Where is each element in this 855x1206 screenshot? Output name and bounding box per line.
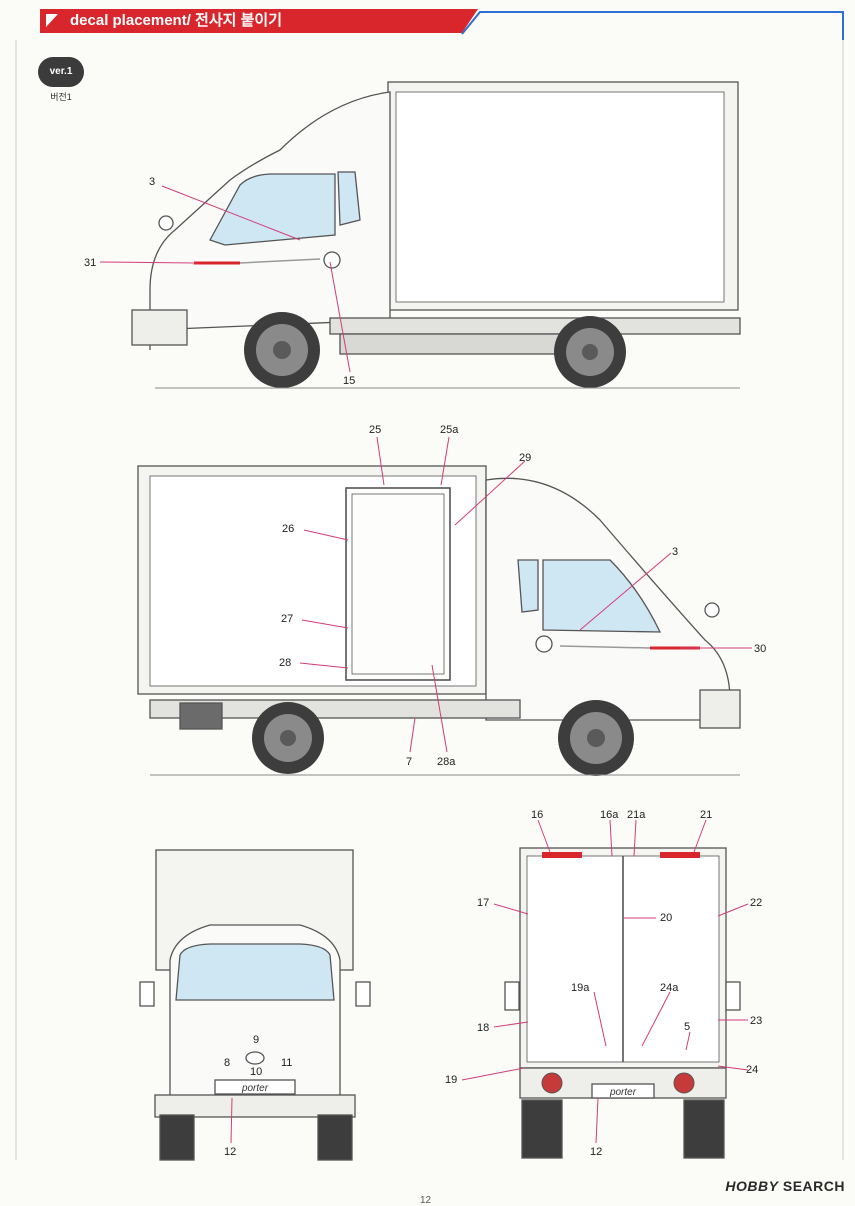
porter-badge (591, 1083, 655, 1099)
fuel-cap-icon (535, 635, 553, 653)
tire-left (159, 1114, 195, 1161)
callout-24: 24 (746, 1064, 758, 1076)
mirror-right-icon (355, 981, 371, 1007)
page-title: decal placement/ 전사지 붙이기 (70, 12, 283, 29)
marker-lamp-right (660, 852, 700, 858)
tire-right (317, 1114, 353, 1161)
callout-18: 18 (477, 1022, 489, 1034)
callout-27: 27 (281, 613, 293, 625)
tail-lamp-right-icon (673, 1072, 695, 1094)
hyundai-logo-icon (245, 1051, 265, 1065)
callout-9: 9 (253, 1034, 259, 1046)
wheel-front-icon (558, 700, 634, 776)
header-red-bar (40, 9, 478, 33)
callout-28: 28 (279, 657, 291, 669)
fuel-cap-icon (323, 251, 341, 269)
callout-23: 23 (750, 1015, 762, 1027)
version-subtitle: 버전1 (50, 92, 72, 102)
front-bumper (699, 689, 741, 729)
callout-21a: 21a (627, 809, 646, 821)
callout-21: 21 (700, 809, 712, 821)
mirror-right-icon (725, 981, 741, 1011)
callout-22: 22 (750, 897, 762, 909)
porter-badge-text: porter (241, 1083, 269, 1094)
side-mirror-icon (704, 602, 720, 618)
header-band (40, 9, 844, 40)
callout-31: 31 (84, 257, 96, 269)
side-mirror-icon (158, 215, 174, 231)
callout-26: 26 (282, 523, 294, 535)
callout-5: 5 (684, 1021, 690, 1033)
header-triangle-icon (46, 14, 58, 27)
callout-12: 12 (590, 1146, 602, 1158)
tire-left (521, 1099, 563, 1159)
tire-right (683, 1099, 725, 1159)
callout-15: 15 (343, 375, 355, 387)
watermark-suffix: SEARCH (782, 1178, 845, 1194)
callout-3: 3 (149, 176, 155, 188)
callout-24a: 24a (660, 982, 679, 994)
callout-7: 7 (406, 756, 412, 768)
mirror-left-icon (504, 981, 520, 1011)
callout-20: 20 (660, 912, 672, 924)
wheel-rear-icon (252, 702, 324, 774)
rear-lamp (179, 702, 223, 730)
wheel-front-icon (244, 312, 320, 388)
windshield (175, 943, 335, 1001)
porter-badge-text: porter (609, 1087, 637, 1098)
tail-lamp-left-icon (541, 1072, 563, 1094)
callout-10: 10 (250, 1066, 262, 1078)
callout-30: 30 (754, 643, 766, 655)
cab-window (209, 173, 336, 246)
header-blue-line (461, 11, 844, 40)
page-number: 12 (420, 1195, 432, 1206)
callout-19a: 19a (571, 982, 590, 994)
cab-window (542, 559, 662, 633)
callout-28a: 28a (437, 756, 456, 768)
front-bumper (154, 1094, 356, 1118)
callout-11: 11 (281, 1057, 292, 1069)
callout-17: 17 (477, 897, 489, 909)
wheel-rear-icon (554, 316, 626, 388)
front-bumper (131, 309, 188, 346)
callout-12: 12 (224, 1146, 236, 1158)
mirror-left-icon (139, 981, 155, 1007)
side-door (345, 487, 451, 681)
porter-badge (214, 1079, 296, 1095)
callout-3: 3 (672, 546, 678, 558)
callout-16: 16 (531, 809, 543, 821)
callout-29: 29 (519, 452, 531, 464)
version-badge: ver.1 (38, 57, 84, 87)
callout-8: 8 (224, 1057, 230, 1069)
callout-19: 19 (445, 1074, 457, 1086)
watermark-brand: HOBBY (725, 1178, 779, 1194)
callout-25: 25 (369, 424, 381, 436)
marker-lamp-left (542, 852, 582, 858)
watermark: HOBBY SEARCH (725, 1178, 845, 1194)
callout-25a: 25a (440, 424, 459, 436)
callout-16a: 16a (600, 809, 619, 821)
